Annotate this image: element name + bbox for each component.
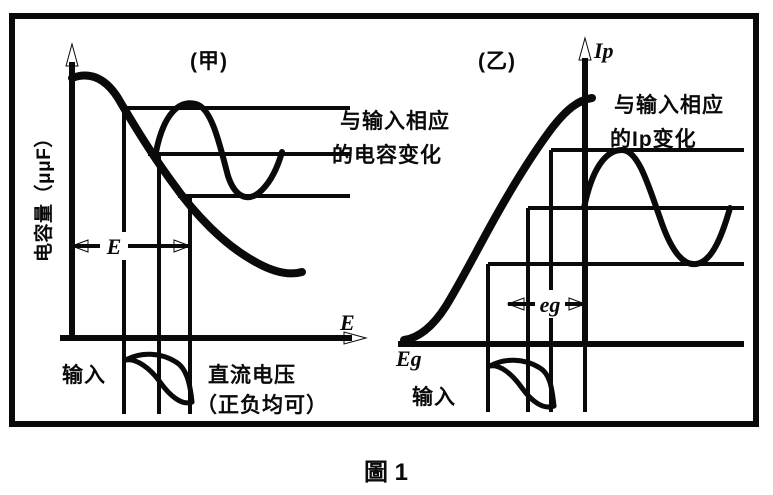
jia-dc-label-line1: 直流电压 [208,363,296,387]
jia-input-label: 输入 [62,363,106,387]
yi-vertical-markers [486,150,587,412]
yi-annotation-line1: 与输入相应 [614,93,724,117]
jia-dc-label: 直流电压 （正负均可） [196,363,328,417]
yi-annotation: 与输入相应 的Ip变化 [610,93,724,151]
jia-input-sine-return [123,351,195,405]
jia-output-sine [153,100,285,201]
panel-jia: E (甲) 电容量（μμF） E 与输入相应 的电容变化 输入 直流电压 （正负… [32,42,450,417]
jia-dc-label-line2: （正负均可） [196,393,328,417]
jia-input-sine [123,357,195,406]
jia-x-axis [60,331,368,345]
jia-reference-levels [124,106,350,198]
yi-x-axis-label: Eg [395,346,422,371]
jia-annotation-line1: 与输入相应 [340,109,450,133]
yi-y-axis-label: Ip [593,38,614,63]
jia-x-axis-label: E [339,310,355,335]
yi-panel-label: (乙) [478,50,516,73]
yi-bias-span: eg [506,290,587,318]
figure-border [9,13,759,427]
jia-vertical-markers [122,108,192,414]
jia-bias-label: E [106,234,122,259]
yi-bias-label: eg [540,292,561,317]
jia-capacitance-curve [68,71,306,278]
jia-y-axis-label: 电容量（μμF） [32,128,55,262]
panel-yi: eg (乙) Ip Eg 与输入相应 的Ip变化 输入 [395,36,744,412]
jia-bias-span: E [70,232,192,260]
yi-output-sine [581,146,733,268]
yi-ip-curve [400,94,596,344]
yi-annotation-line2: 的Ip变化 [610,127,697,151]
yi-input-sine-return [487,357,557,409]
yi-input-sine [487,363,557,410]
yi-input-label: 输入 [412,385,456,409]
jia-panel-label: (甲) [190,50,228,73]
jia-annotation: 与输入相应 的电容变化 [332,109,450,167]
jia-annotation-line2: 的电容变化 [332,143,442,167]
jia-y-axis [65,42,79,338]
figure-caption: 圖 1 [364,459,408,486]
